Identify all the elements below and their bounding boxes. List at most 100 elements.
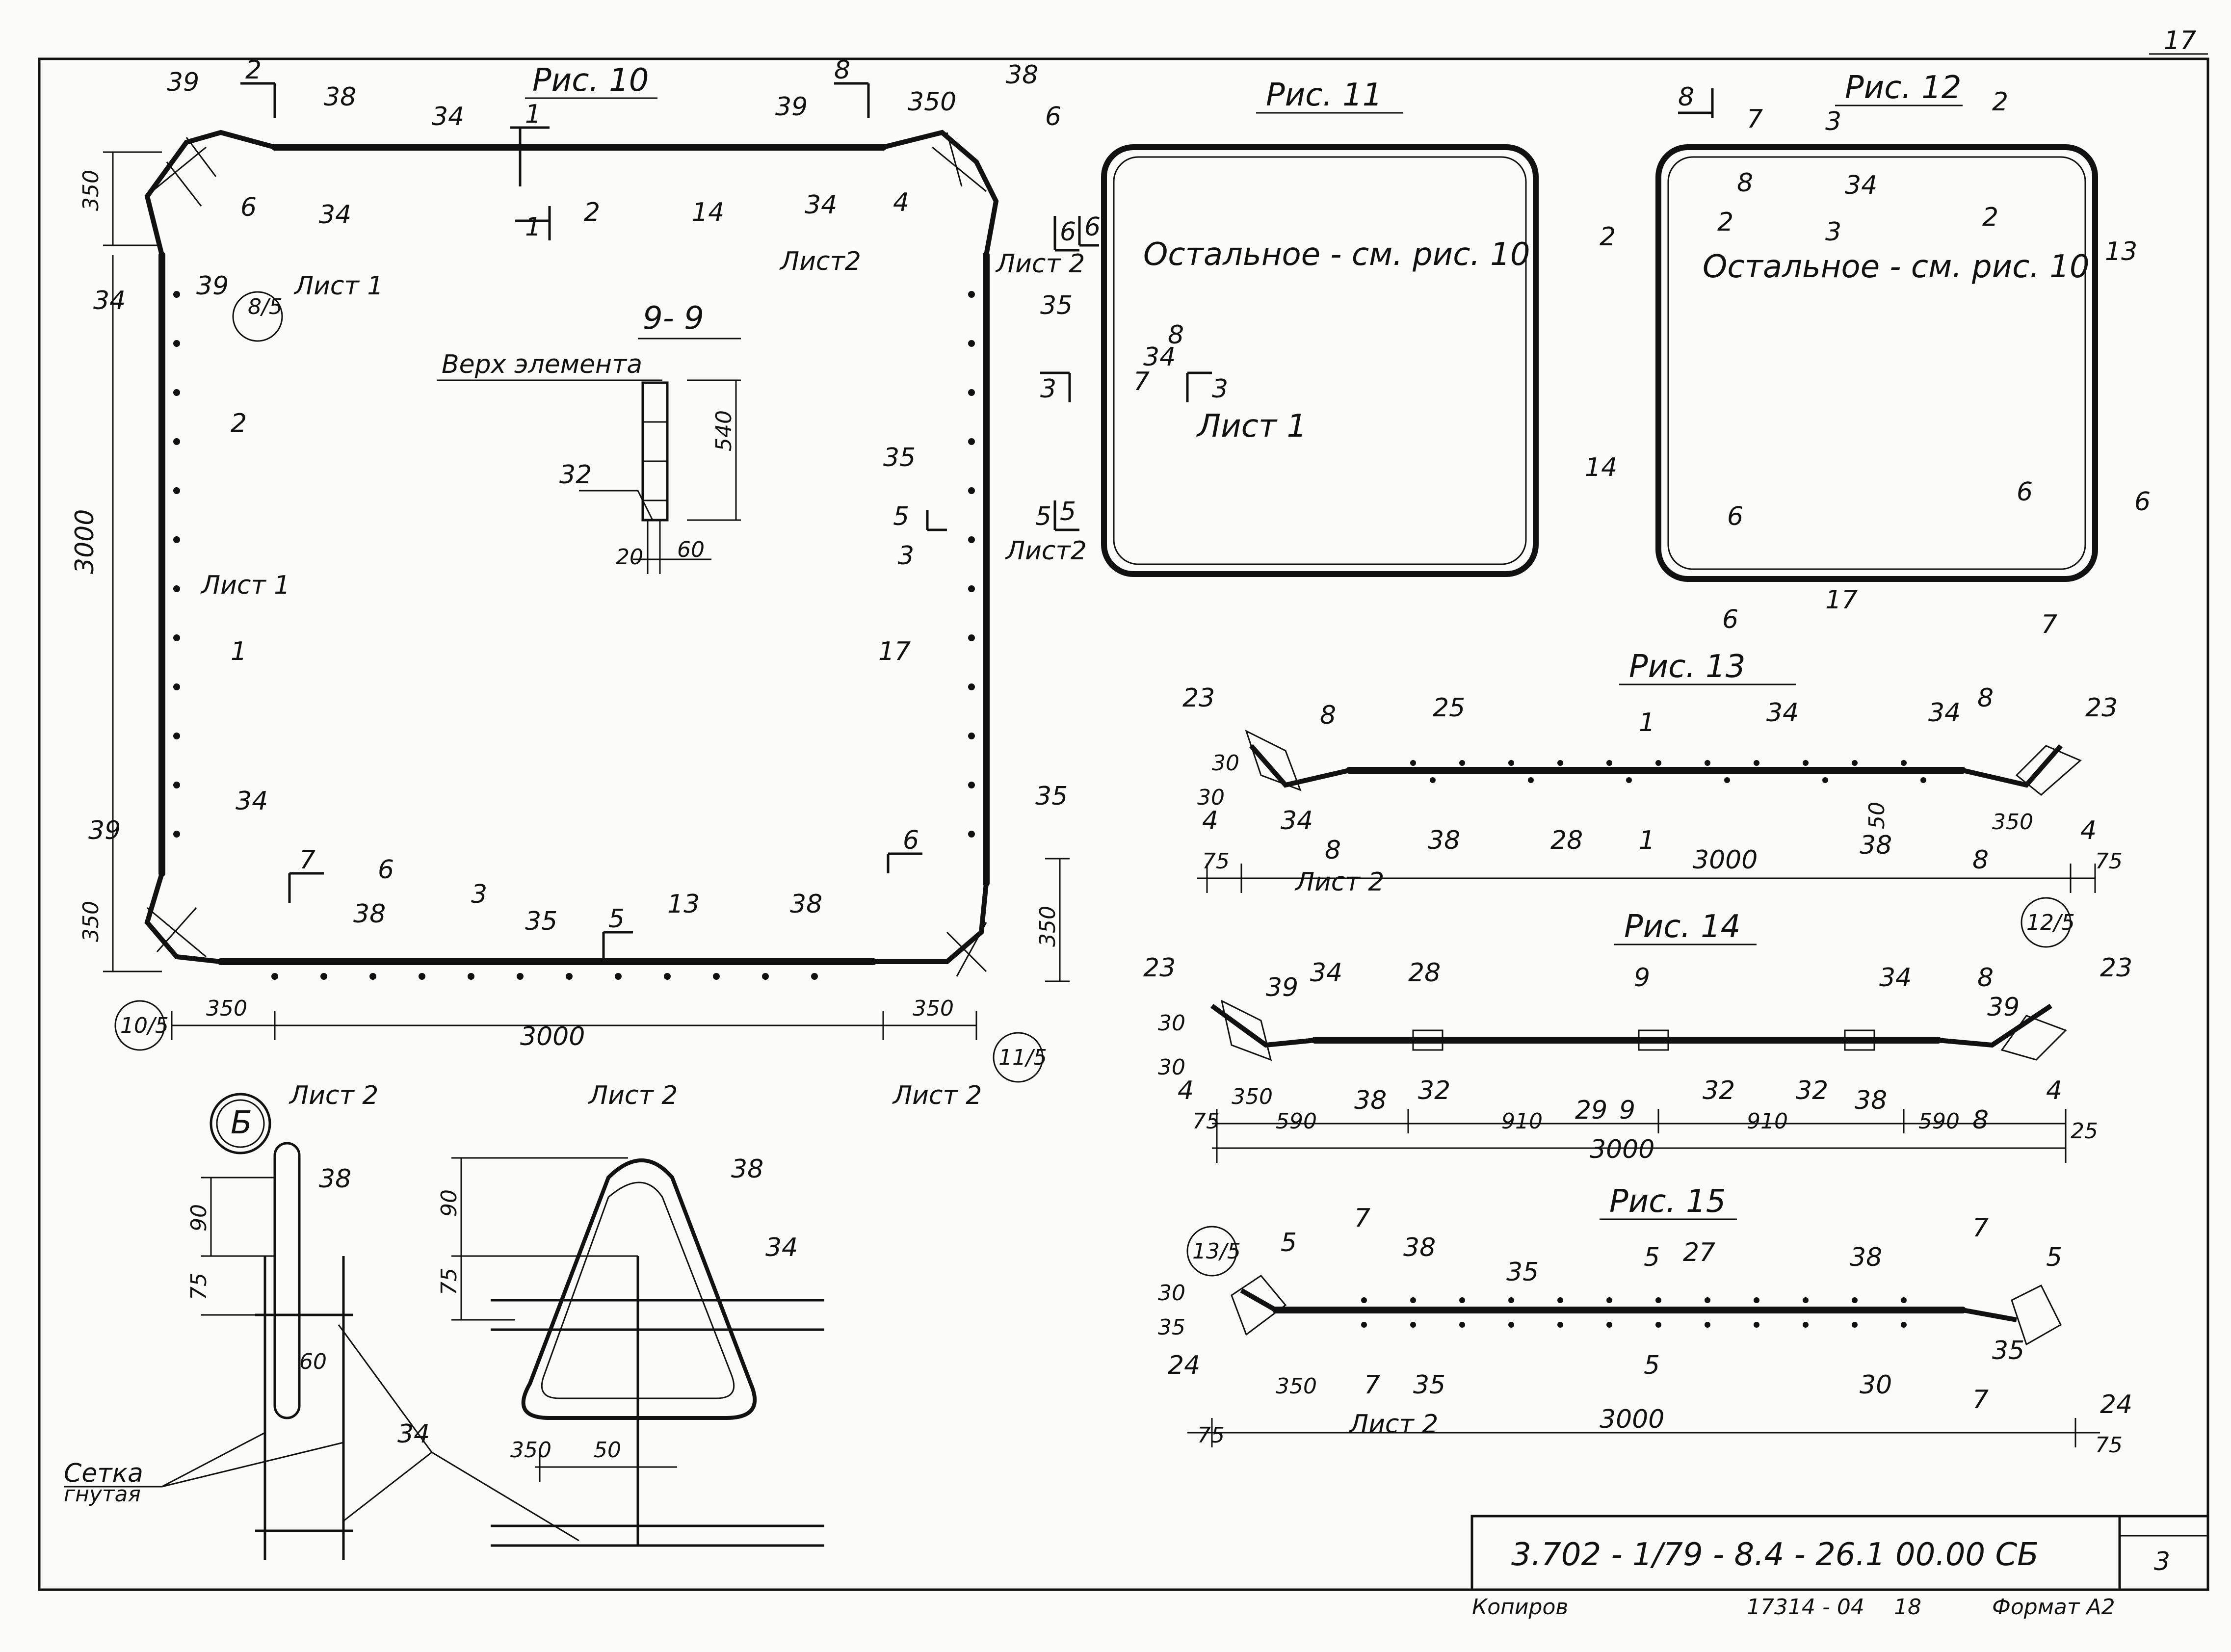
fig12-mark-7: 7 bbox=[1747, 105, 1763, 134]
figure-14: Рис. 14 3000 23 39 34 28 9 34 8 39 23 30… bbox=[1143, 909, 2132, 1164]
fig14-mark-34a: 34 bbox=[1310, 958, 1342, 988]
title-block-frame bbox=[1470, 1515, 2209, 1591]
detail-b-dim-75a: 75 bbox=[186, 1273, 211, 1300]
fig10-mark-13: 13 bbox=[667, 890, 700, 919]
figure-11: Рис. 11 Остальное - см. рис. 10 6 8 34 7… bbox=[1035, 77, 1539, 577]
fig15-cut-7a: 7 bbox=[1354, 1204, 1370, 1233]
fig15-dim-3000: 3000 bbox=[1600, 1405, 1664, 1434]
fig10-mark-2a: 2 bbox=[584, 198, 600, 227]
fig10-dim-3000-v: 3000 bbox=[70, 509, 100, 574]
fig10-cut-1-bottom: 1 bbox=[525, 212, 541, 242]
fig10-mark-3b: 3 bbox=[471, 880, 487, 909]
fig10-mark-35b: 35 bbox=[883, 443, 916, 472]
detail-b-front-loop bbox=[521, 1158, 757, 1420]
fig12-cut-3a: 3 bbox=[1825, 107, 1841, 136]
fig13-callout-label: 12/5 bbox=[2026, 910, 2075, 935]
detail-b-mark-38b: 38 bbox=[731, 1154, 763, 1184]
fig10-title: Рис. 10 bbox=[532, 62, 649, 99]
sec99-dim-540: 540 bbox=[711, 410, 736, 451]
fig15-mark-5a: 5 bbox=[1281, 1228, 1297, 1258]
fig14-mark-28: 28 bbox=[1408, 958, 1441, 988]
fig10-sheet-l2f: Лист 2 bbox=[892, 1081, 982, 1110]
fig14-dim-910b: 910 bbox=[1747, 1109, 1788, 1134]
fig14-mark-34b: 34 bbox=[1879, 963, 1912, 993]
fig11-cut-3b: 3 bbox=[1212, 374, 1228, 404]
fig10-mark-6b: 6 bbox=[378, 855, 394, 885]
fig12-cut-6c: 6 bbox=[2017, 477, 2033, 507]
fig13-mark-23b: 23 bbox=[2085, 693, 2118, 723]
fig14-mark-38b: 38 bbox=[1855, 1086, 1887, 1115]
detail-b-side-loop bbox=[273, 1142, 301, 1419]
fig15-dim-30: 30 bbox=[1158, 1281, 1185, 1306]
detail-b-dim-350: 350 bbox=[510, 1438, 551, 1463]
fig10-mark-34d: 34 bbox=[93, 286, 126, 315]
figure-10: Рис. 10 350 3000 350 350 3000 bbox=[70, 55, 1087, 1110]
fig11-frame bbox=[1101, 144, 1539, 577]
fig11-note: Остальное - см. рис. 10 bbox=[1143, 236, 1530, 273]
sec99-mark-32: 32 bbox=[559, 460, 592, 490]
fig10-dim-350-bottom-right: 350 bbox=[913, 996, 954, 1021]
fig15-cut-5b: 5 bbox=[1644, 1351, 1660, 1380]
fig13-sheet: Лист 2 bbox=[1294, 867, 1384, 897]
fig13-mark-34a: 34 bbox=[1766, 698, 1799, 728]
fig14-cut-8b: 8 bbox=[1972, 1105, 1989, 1135]
fig15-callout bbox=[1186, 1226, 1237, 1277]
fig11-cut-5b: 5 bbox=[1060, 497, 1076, 526]
fig13-dim-3000: 3000 bbox=[1693, 845, 1758, 875]
fig12-mark-8: 8 bbox=[1737, 168, 1753, 198]
fig14-dim-30b: 30 bbox=[1158, 1055, 1185, 1080]
fig10-dim-350-right: 350 bbox=[1035, 906, 1060, 947]
fig14-dim-590a: 590 bbox=[1276, 1109, 1317, 1134]
fig13-mark-4a: 4 bbox=[1202, 806, 1218, 836]
fig10-mark-4a: 4 bbox=[893, 188, 909, 217]
detail-b-label: Б bbox=[231, 1105, 252, 1141]
fig12-mark-34: 34 bbox=[1845, 171, 1877, 200]
fig14-dim-30a: 30 bbox=[1158, 1011, 1185, 1036]
fig14-mark-4a: 4 bbox=[1178, 1076, 1194, 1105]
fig14-cut-9b: 9 bbox=[1619, 1096, 1635, 1125]
fig13-callout bbox=[2021, 897, 2072, 948]
fig10-cut-6-bottom: 6 bbox=[903, 826, 919, 855]
fig10-mark-39b: 39 bbox=[775, 92, 808, 122]
fig13-mark-25: 25 bbox=[1433, 693, 1465, 723]
detail-b-badge bbox=[210, 1093, 271, 1154]
fig10-cut-5-bottom: 5 bbox=[608, 904, 625, 934]
fig10-dim-3000-h: 3000 bbox=[520, 1022, 585, 1051]
fig10-mark-14: 14 bbox=[692, 198, 724, 227]
fig11-sheet: Лист 1 bbox=[1196, 408, 1307, 445]
fig10-cut-5-right: 5 bbox=[893, 502, 909, 531]
fig15-cut-5a: 5 bbox=[1644, 1243, 1660, 1272]
section-9-9: 9- 9 Верх элемента 540 20 60 32 bbox=[437, 300, 741, 574]
fig13-mark-23a: 23 bbox=[1182, 683, 1215, 713]
fig10-callout-10-5 bbox=[114, 1000, 165, 1051]
fig10-mark-38c: 38 bbox=[353, 899, 386, 929]
fig10-cut-2-top: 2 bbox=[245, 55, 262, 85]
fig10-callout-8-5-label: 8/5 bbox=[248, 294, 283, 319]
fig12-cut-2a: 2 bbox=[1992, 87, 2008, 117]
detail-b-dim-60: 60 bbox=[299, 1349, 327, 1374]
fig13-dim-75a: 75 bbox=[1202, 849, 1230, 874]
title-block-copy: Копиров bbox=[1472, 1595, 1568, 1620]
detail-b: Б 90 75 38 60 34 Сетка гнутая 90 75 38 3… bbox=[64, 1093, 824, 1560]
detail-b-dim-75b: 75 bbox=[437, 1268, 462, 1295]
fig14-mark-32b: 32 bbox=[1703, 1076, 1735, 1105]
fig15-mark-5b: 5 bbox=[2046, 1243, 2062, 1272]
fig15-mark-27: 27 bbox=[1683, 1238, 1715, 1267]
fig15-dim-75a: 75 bbox=[1197, 1423, 1225, 1448]
fig10-mark-39c: 39 bbox=[196, 271, 229, 301]
page-number: 17 bbox=[2164, 26, 2196, 55]
fig10-cut-7: 7 bbox=[299, 845, 315, 875]
fig12-cut-6d: 6 bbox=[2134, 487, 2151, 517]
fig10-callout-11-5 bbox=[993, 1032, 1044, 1083]
fig15-mark-38a: 38 bbox=[1403, 1233, 1436, 1262]
sec99-dim-20: 20 bbox=[616, 545, 643, 570]
fig14-dim-3000: 3000 bbox=[1590, 1135, 1654, 1164]
fig15-mark-35a: 35 bbox=[1506, 1258, 1539, 1287]
fig15-mark-35b: 35 bbox=[1992, 1336, 2024, 1365]
fig10-callout-11-5-label: 11/5 bbox=[998, 1045, 1047, 1070]
fig15-mark-38b: 38 bbox=[1850, 1243, 1882, 1272]
fig10-callout-10-5-label: 10/5 bbox=[120, 1013, 169, 1038]
detail-b-dim-90b: 90 bbox=[437, 1189, 462, 1217]
fig15-title: Рис. 15 bbox=[1609, 1183, 1726, 1220]
fig15-mark-30: 30 bbox=[1860, 1370, 1892, 1400]
